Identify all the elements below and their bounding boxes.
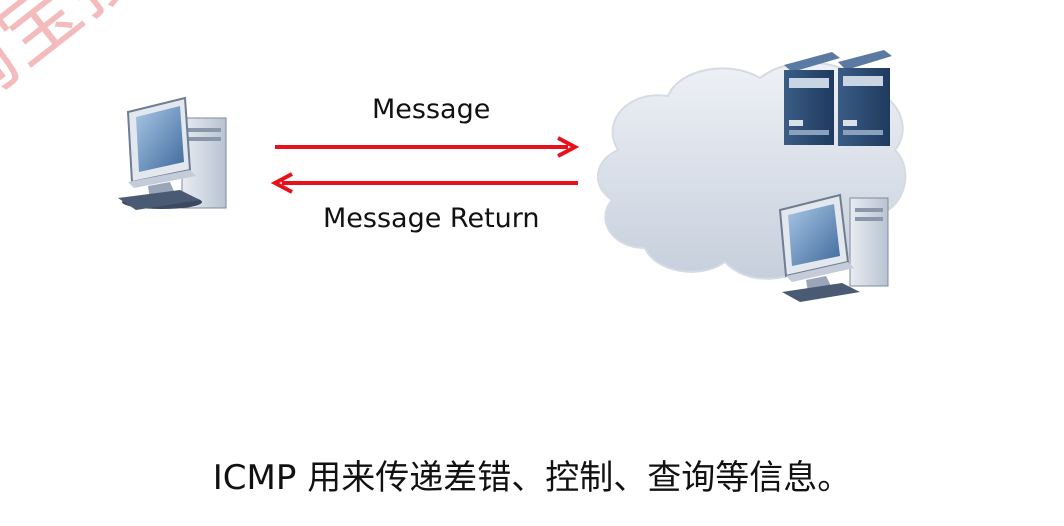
message-return-label: Message Return [323, 203, 540, 234]
server-icon [838, 50, 892, 146]
message-return-arrow [270, 172, 578, 194]
server-icon [784, 52, 840, 145]
message-label: Message [372, 94, 491, 125]
client-computer-icon [118, 96, 227, 210]
diagram-caption: ICMP 用来传递差错、控制、查询等信息。 [212, 458, 852, 498]
desktop-computer-icon [778, 193, 889, 302]
message-arrow [275, 136, 580, 158]
